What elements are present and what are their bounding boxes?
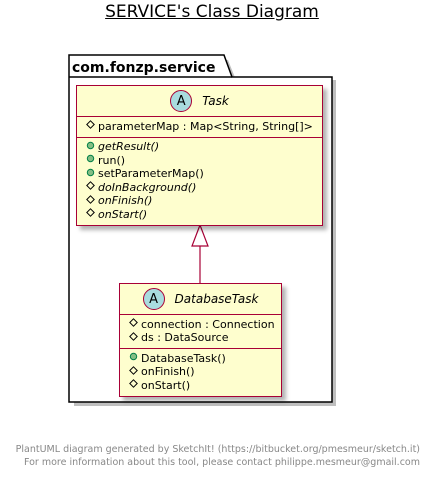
public-circle-icon (129, 352, 141, 366)
task-methods: getResult() run() setParameterMap() doIn… (77, 136, 322, 225)
protected-diamond-icon (129, 318, 141, 332)
method-row: onFinish() (129, 365, 281, 380)
package-name: com.fonzp.service (72, 60, 216, 76)
field-row: ds : DataSource (129, 331, 281, 346)
method-text: getResult() (98, 140, 160, 153)
public-circle-icon (86, 154, 98, 168)
method-row: onStart() (86, 208, 322, 222)
method-text: DatabaseTask() (141, 351, 226, 365)
field-text: connection : Connection (141, 317, 275, 331)
method-row: doInBackground() (86, 181, 322, 195)
field-text: ds : DataSource (141, 331, 229, 344)
database-task-class-header: A DatabaseTask (120, 284, 281, 315)
protected-diamond-icon (129, 365, 141, 380)
field-row: parameterMap : Map<String, String[]> (86, 120, 322, 134)
method-text: onFinish() (141, 365, 195, 378)
method-row: DatabaseTask() (129, 352, 281, 366)
footer-line-2: For more information about this tool, pl… (23, 457, 420, 468)
task-class[interactable]: A Task parameterMap : Map<String, String… (76, 85, 323, 226)
database-task-class[interactable]: A DatabaseTask connection : Connection d… (119, 283, 282, 397)
abstract-class-badge-icon: A (142, 288, 165, 310)
method-row: getResult() (86, 140, 322, 155)
abstract-class-badge-icon: A (170, 90, 193, 112)
task-fields: parameterMap : Map<String, String[]> (77, 117, 322, 137)
database-task-class-name: DatabaseTask (174, 292, 259, 306)
method-text: onStart() (141, 378, 191, 392)
method-text: onStart() (98, 207, 148, 221)
method-text: doInBackground() (98, 180, 197, 194)
method-text: setParameterMap() (98, 167, 204, 180)
method-text: run() (98, 153, 126, 167)
protected-diamond-icon (86, 194, 98, 209)
protected-diamond-icon (86, 120, 98, 134)
task-class-header: A Task (77, 86, 322, 117)
protected-diamond-icon (129, 331, 141, 346)
public-circle-icon (86, 141, 98, 155)
protected-diamond-icon (86, 208, 98, 222)
database-task-fields: connection : Connection ds : DataSource (120, 315, 281, 348)
method-row: run() (86, 154, 322, 168)
field-row: connection : Connection (129, 318, 281, 332)
footer-line-1: PlantUML diagram generated by SketchIt! … (15, 444, 420, 455)
method-row: setParameterMap() (86, 167, 322, 182)
database-task-methods: DatabaseTask() onFinish() onStart() (120, 348, 281, 396)
inheritance-arrowhead-icon (191, 223, 209, 247)
method-row: onFinish() (86, 194, 322, 209)
field-text: parameterMap : Map<String, String[]> (98, 119, 313, 133)
public-circle-icon (86, 168, 98, 182)
method-text: onFinish() (98, 194, 153, 207)
protected-diamond-icon (129, 379, 141, 393)
protected-diamond-icon (86, 181, 98, 195)
diagram-title: SERVICE's Class Diagram (105, 2, 319, 22)
method-row: onStart() (129, 379, 281, 393)
task-class-name: Task (202, 94, 229, 108)
